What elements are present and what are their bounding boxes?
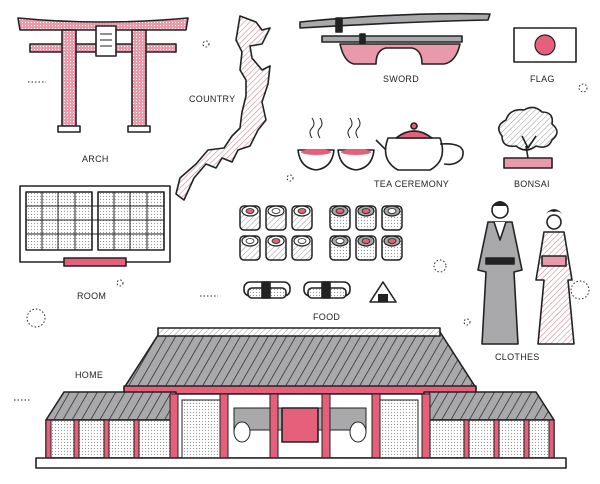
sword-label: SWORD bbox=[383, 74, 419, 84]
room-label: ROOM bbox=[77, 291, 106, 301]
japanese-temple-house-icon bbox=[35, 327, 567, 469]
sushi-roll-icon bbox=[239, 205, 261, 231]
sushi-roll-icon bbox=[265, 205, 287, 231]
sushi-roll-icon bbox=[355, 235, 377, 261]
country-label: COUNTRY bbox=[189, 94, 235, 104]
kimono-woman-icon bbox=[535, 209, 575, 345]
onigiri-icon bbox=[369, 281, 397, 303]
torii-arch-icon bbox=[17, 17, 189, 133]
bonsai-label: BONSAI bbox=[514, 179, 550, 189]
arch-label: ARCH bbox=[82, 154, 109, 164]
sushi-roll-icon bbox=[265, 235, 287, 261]
bonsai-icon bbox=[498, 106, 558, 169]
kimono-man-icon bbox=[477, 201, 523, 345]
tea-ceremony-label: TEA CEREMONY bbox=[374, 179, 449, 189]
sushi-icon-group bbox=[239, 205, 403, 261]
japan-map-icon bbox=[175, 15, 271, 201]
sushi-roll-icon bbox=[239, 235, 261, 261]
food-label: FOOD bbox=[313, 312, 340, 322]
decorative-dots bbox=[14, 40, 590, 401]
sushi-roll-icon bbox=[381, 205, 403, 231]
tea-set-icon bbox=[297, 117, 464, 171]
sushi-roll-icon bbox=[381, 235, 403, 261]
japan-flag-icon bbox=[513, 27, 577, 63]
nigiri-icon bbox=[243, 281, 351, 299]
sushi-roll-icon bbox=[329, 235, 351, 261]
katana-sword-icon bbox=[299, 12, 491, 65]
clothes-label: CLOTHES bbox=[495, 352, 540, 362]
home-label: HOME bbox=[75, 370, 103, 380]
tatami-room-icon bbox=[19, 185, 171, 267]
sushi-roll-icon bbox=[291, 235, 313, 261]
sushi-roll-icon bbox=[291, 205, 313, 231]
sushi-roll-icon bbox=[329, 205, 351, 231]
sushi-roll-icon bbox=[355, 205, 377, 231]
flag-label: FLAG bbox=[530, 74, 555, 84]
